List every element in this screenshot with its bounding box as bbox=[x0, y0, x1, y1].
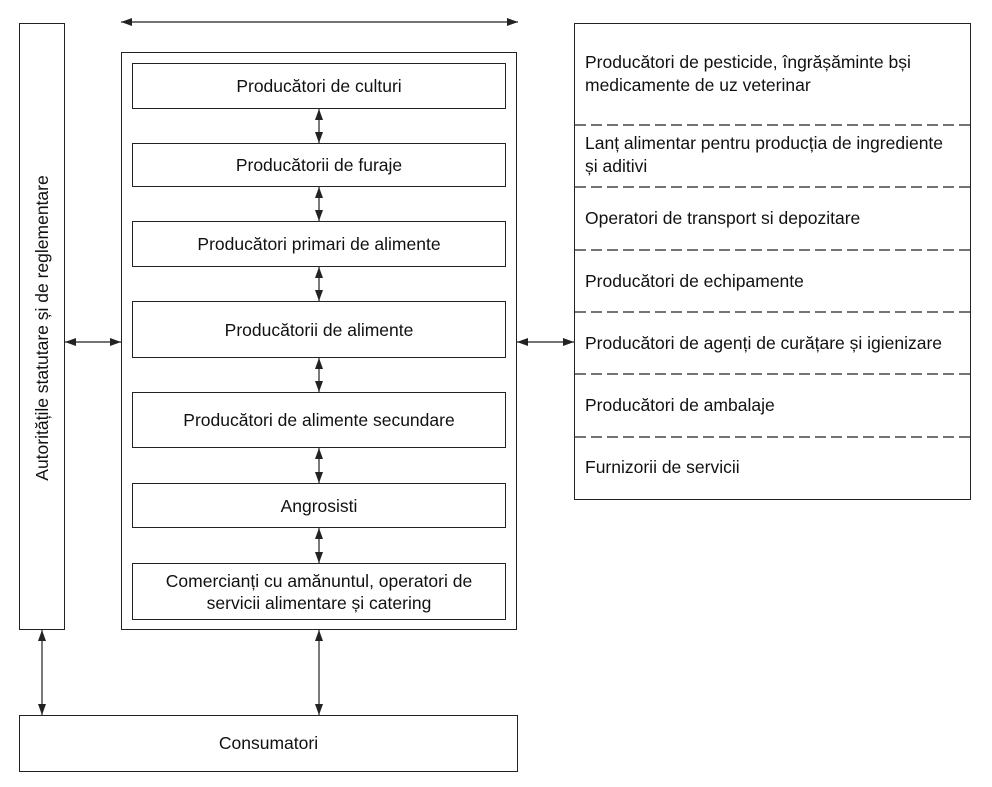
org-service-providers: Furnizorii de servicii bbox=[575, 454, 970, 480]
chain-stage-food-manufacturers: Producătorii de alimente bbox=[132, 301, 506, 358]
chain-stage-label: Comercianți cu amănuntul, operatori de s… bbox=[165, 570, 473, 613]
org-equipment-producers: Producători de echipamente bbox=[575, 268, 970, 294]
chain-stage-crop-producers: Producători de culturi bbox=[132, 63, 506, 109]
chain-stage-label: Producători de alimente secundare bbox=[183, 410, 455, 430]
org-cleaning-sanitizing-agent-producers: Producători de agenți de curățare și igi… bbox=[575, 319, 970, 367]
chain-stage-primary-food-producers: Producători primari de alimente bbox=[132, 221, 506, 267]
chain-stage-feed-producers: Producătorii de furaje bbox=[132, 143, 506, 187]
chain-stage-label: Producători primari de alimente bbox=[197, 234, 441, 254]
org-label: Furnizorii de servicii bbox=[585, 456, 740, 477]
chain-stage-label: Producători de culturi bbox=[236, 76, 402, 96]
org-packaging-producers: Producători de ambalaje bbox=[575, 392, 970, 418]
chain-stage-wholesalers: Angrosisti bbox=[132, 483, 506, 528]
consumers-box: Consumatori bbox=[19, 715, 518, 772]
chain-stage-label: Producătorii de furaje bbox=[235, 155, 403, 175]
org-label: Producători de pesticide, îngrășăminte b… bbox=[585, 52, 911, 95]
org-label: Operatori de transport si depozitare bbox=[585, 207, 861, 228]
chain-stage-retailers-caterers: Comercianți cu amănuntul, operatori de s… bbox=[132, 563, 506, 620]
org-transport-storage-operators: Operatori de transport si depozitare bbox=[575, 205, 970, 231]
chain-stage-secondary-food-producers: Producători de alimente secundare bbox=[132, 392, 506, 448]
related-organizations-box bbox=[574, 23, 971, 500]
authorities-box bbox=[19, 23, 65, 630]
chain-stage-label: Angrosisti bbox=[280, 495, 358, 516]
org-pesticide-fertilizer-veterinary-producers: Producători de pesticide, îngrășăminte b… bbox=[575, 50, 970, 98]
org-label: Producători de agenți de curățare și igi… bbox=[585, 332, 943, 353]
consumers-label: Consumatori bbox=[218, 733, 319, 753]
authorities-label: Autoritățile statutare și de reglementar… bbox=[32, 175, 52, 481]
org-label: Producători de echipamente bbox=[585, 270, 804, 291]
org-label: Producători de ambalaje bbox=[585, 394, 775, 415]
org-label: Lanț alimentar pentru producția de ingre… bbox=[585, 133, 944, 176]
chain-stage-label: Producătorii de alimente bbox=[224, 320, 414, 340]
org-ingredients-additives-chain: Lanț alimentar pentru producția de ingre… bbox=[575, 131, 970, 179]
